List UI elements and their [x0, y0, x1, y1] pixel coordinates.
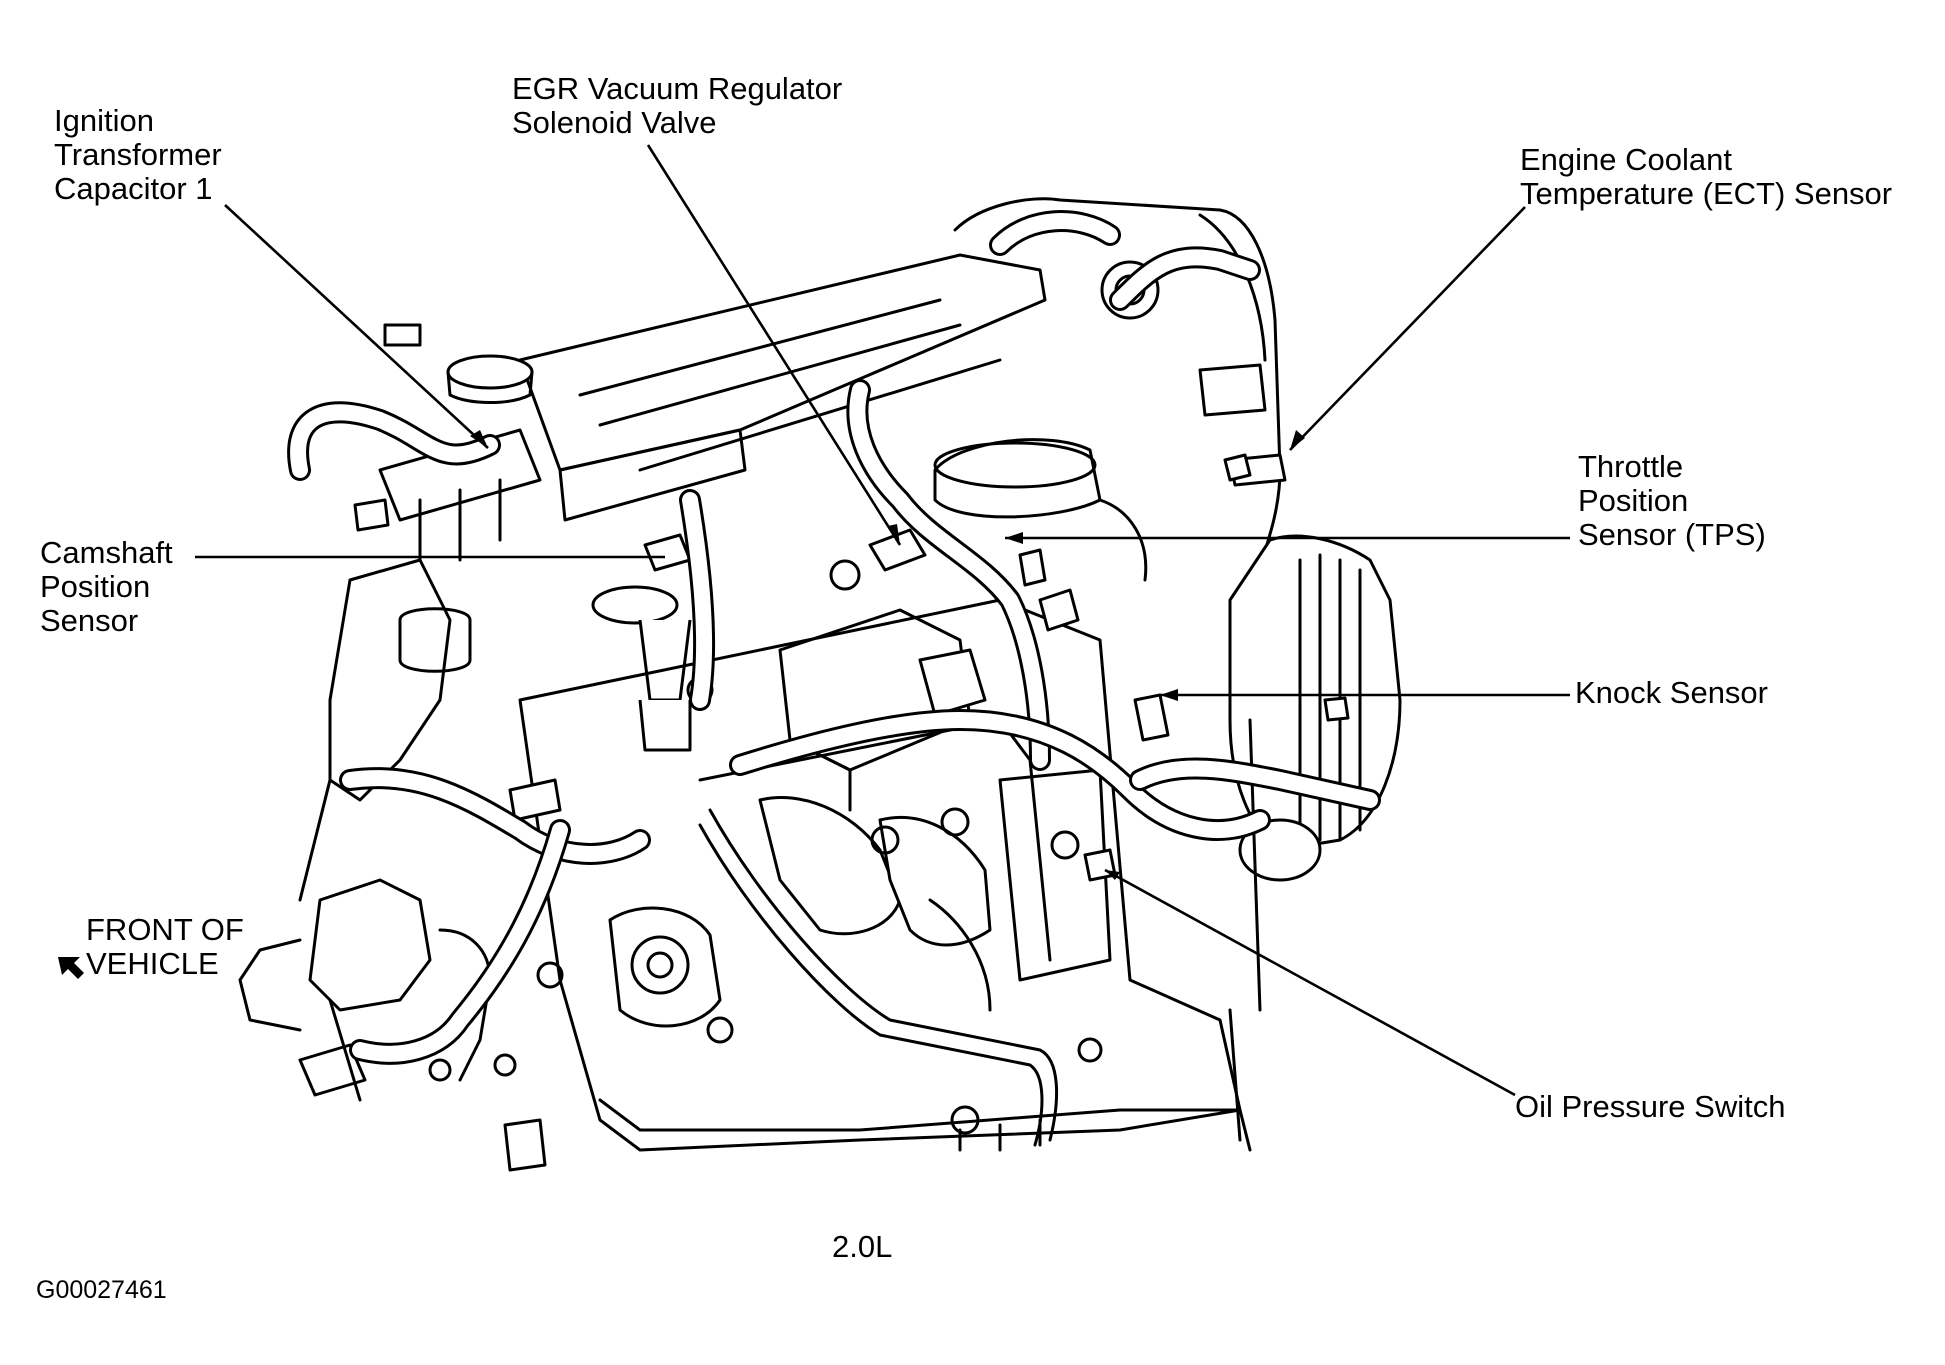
leader-egr [646, 144, 902, 546]
label-oil-pressure-switch: Oil Pressure Switch [1515, 1089, 1786, 1124]
leader-ect [1289, 206, 1526, 451]
label-ect-sensor: Engine Coolant Temperature (ECT) Sensor [1520, 142, 1893, 211]
label-camshaft-position-sensor: Camshaft Position Sensor [40, 535, 173, 638]
wiring-harness [287, 210, 1381, 1065]
leader-oil [1104, 868, 1516, 1097]
label-front-of-vehicle: FRONT OF VEHICLE [86, 912, 244, 981]
arrow-up-left-icon [58, 957, 84, 979]
label-engine-size: 2.0L [832, 1229, 893, 1264]
leader-lines [195, 144, 1570, 1097]
label-throttle-position-sensor: Throttle Position Sensor (TPS) [1578, 449, 1766, 552]
leader-ignition [224, 204, 489, 449]
engine-illustration [238, 197, 1402, 1172]
label-figure-id: G00027461 [36, 1276, 167, 1304]
label-ignition-transformer-capacitor: Ignition Transformer Capacitor 1 [54, 103, 222, 206]
label-knock-sensor: Knock Sensor [1575, 675, 1768, 710]
label-egr-vacuum-regulator: EGR Vacuum Regulator Solenoid Valve [512, 71, 843, 140]
